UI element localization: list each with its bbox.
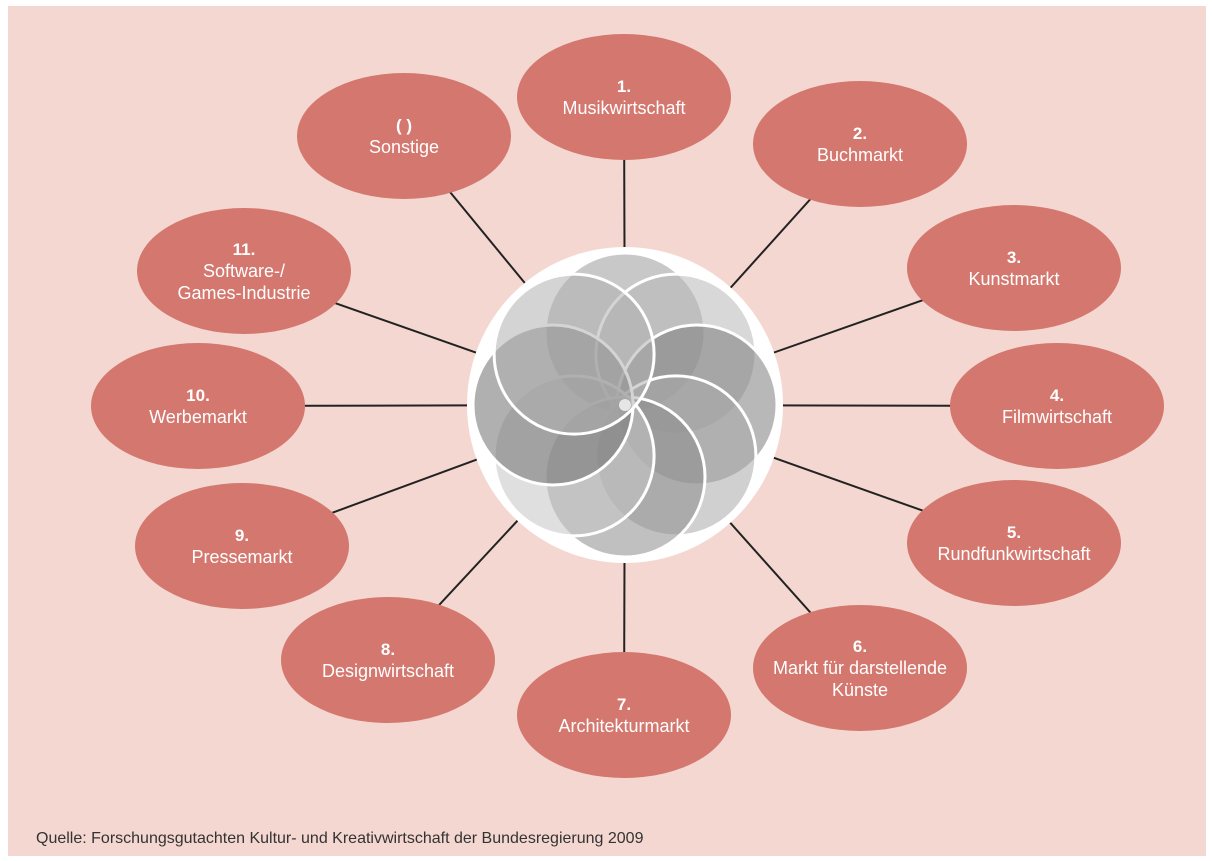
rosette-petal (492, 272, 656, 436)
sector-node-label: Games-Industrie (177, 283, 310, 303)
sector-node-shape (753, 81, 967, 207)
sector-node-label: Software-/ (203, 261, 285, 281)
sector-node-label: Markt für darstellende (773, 658, 947, 678)
rosette-core (619, 399, 631, 411)
sector-node: 7. Architekturmarkt (517, 652, 731, 778)
sector-node: 1. Musikwirtschaft (517, 34, 731, 160)
sector-nodes: 1. Musikwirtschaft 2. Buchmarkt 3. Kunstmarkt… (91, 34, 1164, 778)
sector-node-number: 9. (235, 526, 249, 545)
sector-node-label: Architekturmarkt (558, 716, 689, 736)
sector-node: 5. Rundfunkwirtschaft (907, 480, 1121, 606)
sector-node-shape (950, 343, 1164, 469)
sector-node-number: 4. (1050, 386, 1064, 405)
sector-node-number: 1. (617, 77, 631, 96)
sector-node-shape (281, 597, 495, 723)
source-note: Quelle: Forschungsgutachten Kultur- und … (36, 830, 644, 847)
sector-node: 4. Filmwirtschaft (950, 343, 1164, 469)
sector-node: 10. Werbemarkt (91, 343, 305, 469)
sector-node-label: Kunstmarkt (968, 269, 1059, 289)
sector-node-number: 5. (1007, 523, 1021, 542)
sector-node-label: Buchmarkt (817, 145, 903, 165)
sector-node: 3. Kunstmarkt (907, 205, 1121, 331)
sector-node-shape (753, 605, 967, 731)
sector-node-number: ( ) (396, 116, 412, 135)
sector-node-number: 8. (381, 640, 395, 659)
sector-node-number: 2. (853, 124, 867, 143)
sector-node-label: Rundfunkwirtschaft (937, 544, 1090, 564)
sector-node: 8. Designwirtschaft (281, 597, 495, 723)
sector-node-shape (91, 343, 305, 469)
sector-node-label: Designwirtschaft (322, 661, 454, 681)
rosette-petals (471, 251, 779, 559)
sector-node-shape (907, 205, 1121, 331)
sector-node-label: Sonstige (369, 137, 439, 157)
sector-node-label: Künste (832, 680, 888, 700)
sector-node-label: Filmwirtschaft (1002, 407, 1112, 427)
sector-node-label: Werbemarkt (149, 407, 247, 427)
sector-node-label: Pressemarkt (191, 547, 292, 567)
sector-node-shape (907, 480, 1121, 606)
diagram-panel: 1. Musikwirtschaft 2. Buchmarkt 3. Kunstmarkt… (8, 6, 1206, 856)
sector-node-shape (517, 34, 731, 160)
sector-node-number: 11. (233, 240, 256, 259)
sector-node-number: 3. (1007, 248, 1021, 267)
sector-node-number: 10. (186, 386, 210, 405)
center-rosette-icon (467, 247, 783, 563)
sector-node-label: Musikwirtschaft (562, 98, 685, 118)
sector-node-shape (517, 652, 731, 778)
sector-node: ( ) Sonstige (297, 73, 511, 199)
sector-node: 11. Software-/Games-Industrie (137, 208, 351, 334)
sector-node-shape (137, 208, 351, 334)
sector-node-shape (297, 73, 511, 199)
sector-node-number: 6. (853, 637, 867, 656)
diagram-canvas: 1. Musikwirtschaft 2. Buchmarkt 3. Kunstmarkt… (91, 34, 1164, 778)
sector-node-number: 7. (617, 695, 631, 714)
sector-node: 2. Buchmarkt (753, 81, 967, 207)
sector-node-shape (135, 483, 349, 609)
sector-node: 9. Pressemarkt (135, 483, 349, 609)
